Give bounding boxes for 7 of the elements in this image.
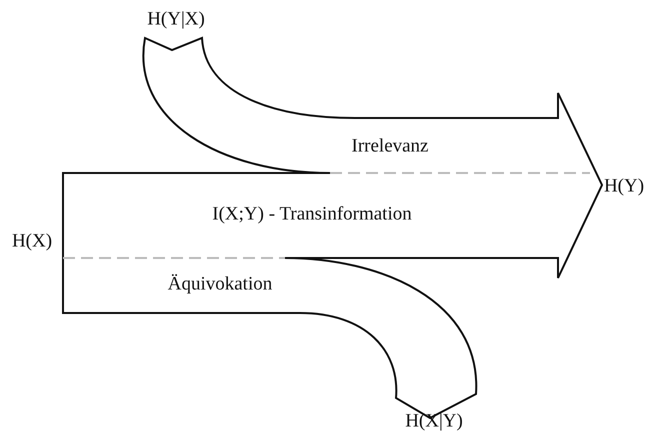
flow-label: Äquivokation <box>168 274 272 296</box>
flow-label: H(X) <box>12 232 52 252</box>
flow-label: H(Y) <box>604 176 644 198</box>
flow-label: I(X;Y) - Transinformation <box>212 204 412 226</box>
flow-label: H(X|Y) <box>405 412 463 432</box>
flow-label: Irrelevanz <box>352 136 428 158</box>
flow-label: H(Y|X) <box>147 10 205 30</box>
